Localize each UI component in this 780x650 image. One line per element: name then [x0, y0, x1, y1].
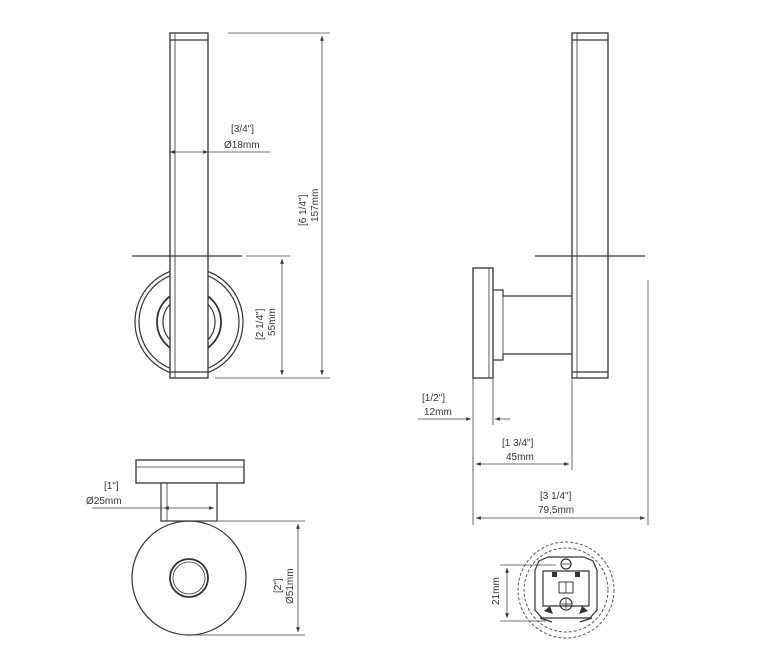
- top-rod-inner: [172, 561, 206, 595]
- mount-detail: 21mm: [491, 541, 615, 639]
- dim-post-diameter-inch: [1"]: [104, 481, 119, 492]
- mount-foot-left: [539, 617, 553, 623]
- dim-lower-height-inch: [2 1/4"]: [255, 308, 266, 340]
- mount-clip-right: [579, 606, 588, 614]
- dim-post-diameter-mm: Ø25mm: [86, 496, 122, 507]
- dim-total-depth-mm: 79,5mm: [538, 505, 574, 516]
- dim-total-height-mm: 157mm: [310, 189, 321, 222]
- dim-lower-height-mm: 55mm: [267, 308, 278, 336]
- dim-base-thickness-inch: [1/2"]: [422, 393, 445, 404]
- side-wall-plate: [472, 267, 494, 379]
- dim-rosette-diameter-inch: [2"]: [273, 578, 284, 593]
- mount-inner-dashed: [523, 547, 609, 633]
- dim-wall-to-rod-mm: 45mm: [506, 452, 534, 463]
- mount-tab-right: [575, 572, 580, 577]
- top-rosette: [131, 520, 247, 636]
- dim-rod-diameter-inch: [3/4"]: [231, 124, 254, 135]
- front-view: [3/4"] Ø18mm [6 1/4"] 157mm [2 1/4"] 55m…: [132, 32, 330, 379]
- front-rod: [169, 32, 209, 379]
- dim-rosette-diameter-mm: Ø51mm: [285, 568, 296, 604]
- mount-bottom-screw-icon: [559, 597, 573, 611]
- top-base-plate: [135, 459, 245, 484]
- mount-bracket-body: [534, 556, 598, 619]
- mount-tab-left: [552, 572, 557, 577]
- dim-mount-height-mm: 21mm: [491, 577, 502, 605]
- dim-rod-diameter-mm: Ø18mm: [224, 140, 260, 151]
- dim-base-thickness-mm: 12mm: [424, 407, 452, 418]
- side-rod: [571, 32, 609, 379]
- dim-total-depth-inch: [3 1/4"]: [540, 491, 572, 502]
- dim-total-height-inch: [6 1/4"]: [298, 194, 309, 226]
- top-view: [1"] Ø25mm [2"] Ø51mm: [86, 459, 305, 636]
- mount-outer-dashed: [517, 541, 615, 639]
- top-post: [160, 482, 218, 522]
- dim-wall-to-rod-inch: [1 3/4"]: [502, 438, 534, 449]
- side-view: [1/2"] 12mm [1 3/4"] 45mm [3 1/4"] 79,5m…: [418, 32, 649, 525]
- mount-bracket-window: [542, 570, 590, 607]
- side-arm: [493, 289, 585, 361]
- mount-top-screw-icon: [560, 558, 572, 570]
- top-rod-circle: [169, 558, 209, 598]
- mount-clip-left: [544, 606, 553, 614]
- mount-foot-right: [579, 617, 593, 623]
